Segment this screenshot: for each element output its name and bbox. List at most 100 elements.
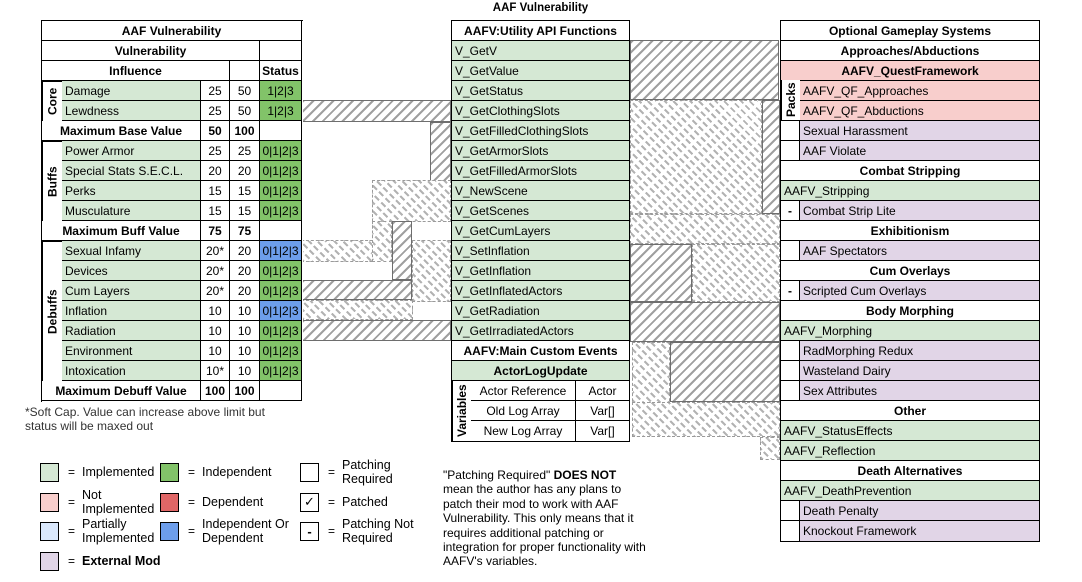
patched-swatch: ✓	[300, 492, 319, 512]
legend-label: Patching Not Required	[342, 517, 414, 545]
row-label: Musculature	[62, 201, 201, 221]
value-cell: 20	[201, 161, 230, 181]
value-cell: 15	[230, 181, 260, 201]
external-mod-swatch	[40, 551, 59, 571]
connector-band	[301, 280, 412, 300]
patching-required-note: "Patching Required" DOES NOT mean the au…	[443, 468, 648, 569]
value-cell: 25	[230, 141, 260, 161]
legend-label: Dependent	[202, 495, 264, 509]
row-label: Damage	[62, 81, 201, 101]
section-header: Optional Gameplay Systems	[828, 23, 992, 38]
value-cell: 10	[230, 321, 260, 341]
equals-sign: =	[68, 495, 76, 509]
mod-row: AAFV_StatusEffects	[781, 421, 1039, 440]
mod-row: AAF Violate	[800, 141, 1039, 160]
variable-name: New Log Array	[471, 421, 576, 441]
packs-group-label: Packs	[781, 80, 800, 120]
legend-label: Patched	[342, 495, 388, 509]
api-function: V_GetV	[452, 41, 629, 60]
value-cell: 10	[201, 301, 230, 321]
variable-name: Old Log Array	[471, 401, 576, 420]
influence-header: Influence	[42, 61, 230, 81]
row-label: Intoxication	[62, 361, 201, 381]
status-cell: 0|1|2|3	[260, 361, 302, 381]
section-header: Exhibitionism	[870, 223, 950, 238]
partially-implemented-swatch	[40, 521, 59, 541]
implemented-swatch	[40, 462, 59, 482]
equals-sign: =	[328, 524, 336, 538]
mod-row: Wasteland Dairy	[800, 361, 1039, 380]
api-functions-table: AAFV:Utility API Functions V_GetV V_GetV…	[451, 20, 630, 442]
value-cell: 20	[230, 261, 260, 281]
mod-row: Sex Attributes	[800, 381, 1039, 400]
value-cell: 10	[201, 321, 230, 341]
status-cell: 0|1|2|3	[260, 201, 302, 221]
section-header: Death Alternatives	[857, 463, 963, 478]
not-implemented-swatch	[40, 492, 59, 512]
mod-row: AAFV_DeathPrevention	[781, 481, 1039, 500]
status-cell: 0|1|2|3	[260, 181, 302, 201]
value-cell: 10*	[201, 361, 230, 381]
mod-row: Sexual Harassment	[800, 121, 1039, 140]
legend-item-external-mod: = External Mod	[40, 547, 192, 575]
section-header: Body Morphing	[866, 303, 954, 318]
legend-item-partially-implemented: = Partially Implemented	[40, 517, 167, 545]
value-cell: 20	[230, 281, 260, 301]
connector-band	[630, 100, 762, 214]
mod-row: Scripted Cum Overlays	[800, 281, 1039, 300]
api-table-header: AAFV:Utility API Functions	[464, 23, 617, 38]
api-function: V_GetInflatedActors	[452, 281, 629, 300]
prefix-cell: -	[781, 201, 800, 220]
value-cell: 10	[230, 301, 260, 321]
connector-band	[760, 437, 780, 460]
legend-item-patching-not-required: - = Patching Not Required	[300, 517, 432, 545]
prefix-cell	[781, 141, 800, 160]
mod-row: Death Penalty	[800, 501, 1039, 520]
equals-sign: =	[188, 465, 196, 479]
patching-required-swatch	[300, 462, 319, 482]
row-label: Lewdness	[62, 101, 201, 121]
status-cell: 0|1|2|3	[260, 341, 302, 361]
value-cell: 15	[201, 201, 230, 221]
dependent-swatch	[160, 492, 179, 512]
value-cell: 10	[201, 341, 230, 361]
row-label: Radiation	[62, 321, 201, 341]
connector-band	[430, 122, 451, 191]
status-cell: 0|1|2|3	[260, 161, 302, 181]
prefix-cell: -	[781, 281, 800, 300]
legend-label: Independent Or Dependent	[202, 517, 289, 545]
independent-or-dependent-swatch	[160, 521, 179, 541]
spacer-cell	[230, 61, 260, 81]
note-text: mean the author has any plans to patch t…	[443, 482, 646, 569]
prefix-cell	[781, 341, 800, 360]
row-label: Environment	[62, 341, 201, 361]
api-function: V_GetValue	[452, 61, 629, 80]
group-label-debuffs: Debuffs	[42, 241, 62, 381]
connector-band	[692, 244, 780, 302]
legend-label: Patching Required	[342, 458, 393, 486]
legend-label: Implemented	[82, 465, 155, 479]
middle-top-title: AAF Vulnerability	[492, 2, 589, 14]
equals-sign: =	[68, 554, 76, 568]
legend-item-independent-or-dependent: = Independent Or Dependent	[160, 517, 297, 545]
value-cell: 100	[201, 381, 230, 401]
value-cell: 20	[230, 241, 260, 261]
note-bold-text: DOES NOT	[553, 468, 617, 482]
connector-band	[372, 180, 451, 222]
legend-item-independent: = Independent	[160, 458, 312, 486]
note-text: "Patching Required"	[443, 468, 554, 482]
value-cell: 10	[230, 341, 260, 361]
mod-row: AAFV_Reflection	[781, 441, 1039, 460]
status-cell: 0|1|2|3	[260, 321, 302, 341]
api-function: V_NewScene	[452, 181, 629, 200]
connector-band	[632, 402, 780, 437]
equals-sign: =	[188, 524, 196, 538]
value-cell: 75	[201, 221, 230, 241]
prefix-cell	[781, 121, 800, 140]
section-header: Other	[893, 403, 926, 418]
value-cell: 75	[230, 221, 260, 241]
value-cell: 20*	[201, 261, 230, 281]
left-table-subtitle: Vulnerability	[42, 41, 260, 61]
legend-label: External Mod	[82, 554, 161, 568]
